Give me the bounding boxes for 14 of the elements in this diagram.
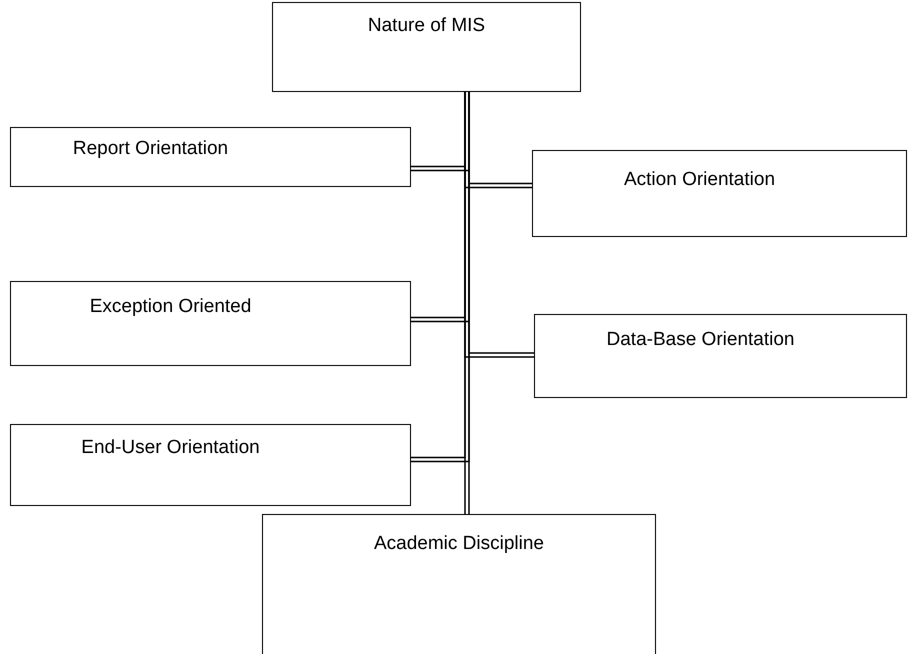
box-label: Report Orientation	[72, 138, 228, 160]
text-box	[10, 424, 411, 506]
text-box	[10, 281, 411, 366]
box-label: End-User Orientation	[81, 437, 260, 459]
box-label: Nature of MIS	[368, 15, 486, 37]
text-box	[534, 314, 907, 398]
box-label: Data-Base Orientation	[606, 329, 794, 351]
text-box	[10, 127, 411, 187]
box-label: Exception Oriented	[90, 296, 252, 318]
text-box	[262, 514, 656, 654]
text-box	[272, 2, 581, 92]
text-box	[532, 150, 907, 237]
box-label: Academic Discipline	[374, 533, 544, 555]
box-label: Action Orientation	[624, 169, 776, 191]
